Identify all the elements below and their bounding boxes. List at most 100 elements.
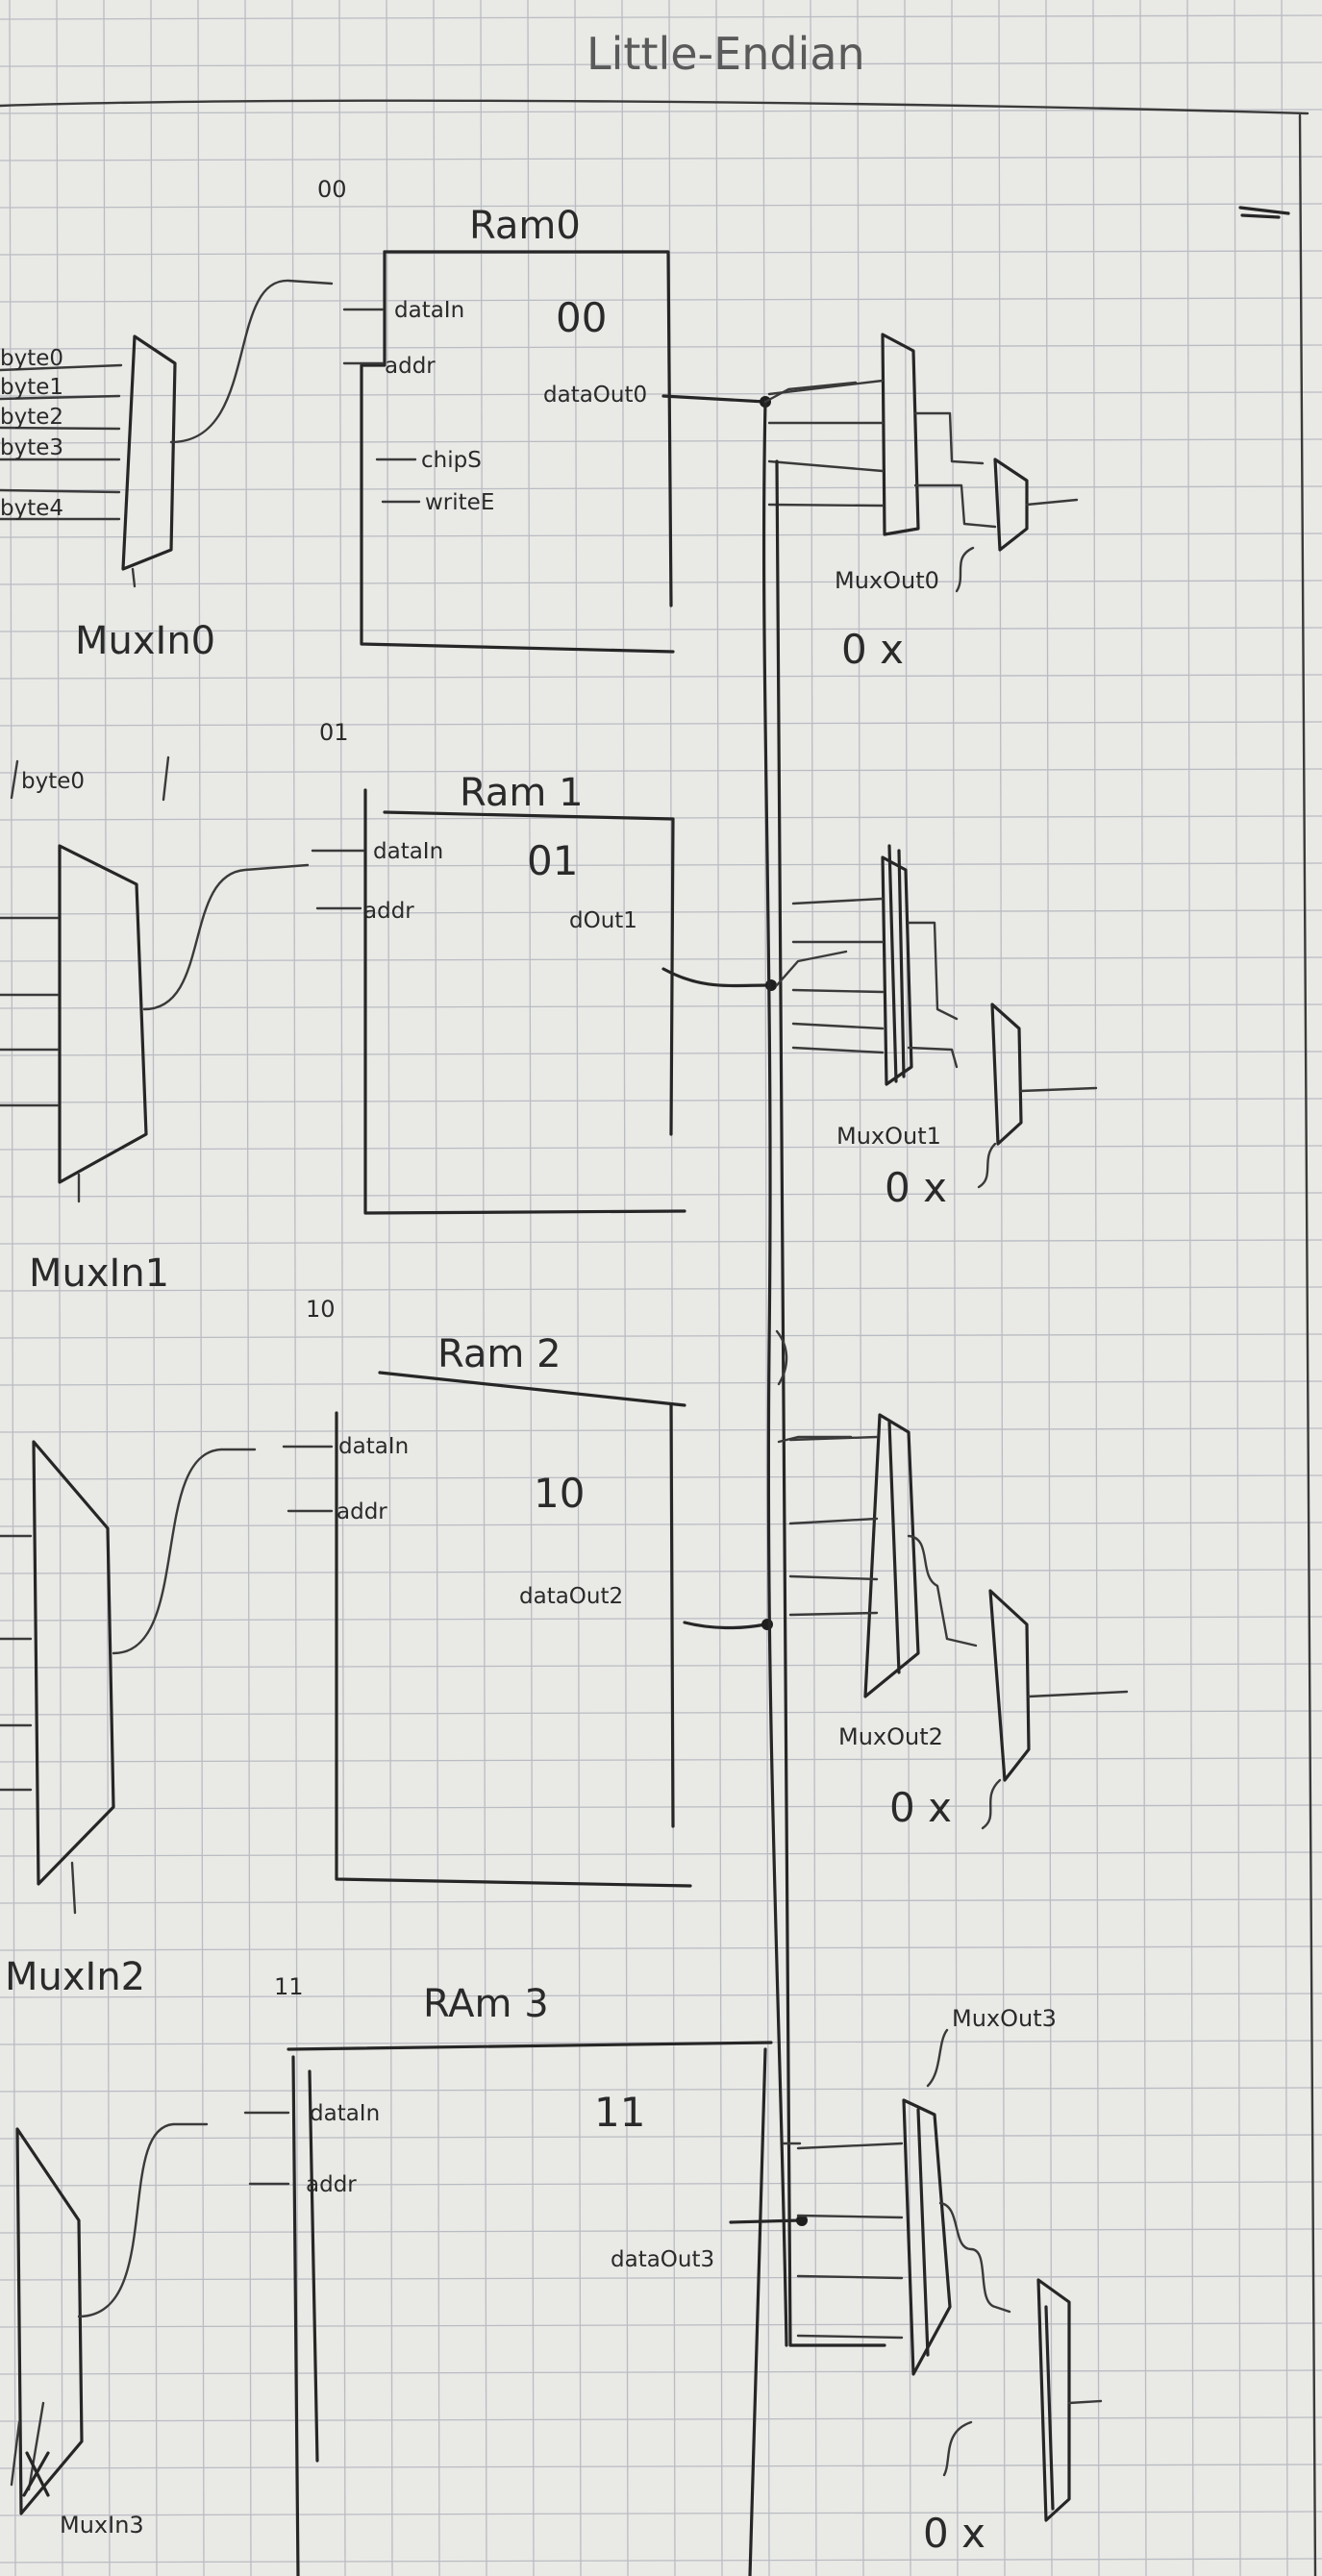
muxout1-value: 0 x	[885, 1164, 947, 1211]
ram0-port-writee: writeE	[425, 490, 494, 515]
muxin0-input-2: byte2	[0, 405, 63, 430]
ram2-address-label: 10	[306, 1296, 336, 1323]
grid-line-horizontal	[0, 297, 1322, 303]
grid-line-vertical	[433, 0, 440, 2576]
grid-line-vertical	[291, 0, 299, 2576]
muxin1-input-label: byte0	[21, 769, 85, 794]
ram0-port-dataout: dataOut0	[543, 383, 647, 408]
ram1-address-label: 01	[319, 719, 349, 746]
grid-line-horizontal	[0, 1710, 1322, 1716]
grid-line-vertical	[197, 0, 205, 2576]
grid-line-horizontal	[0, 14, 1322, 20]
grid-line-vertical	[1281, 0, 1288, 2576]
ram0-code: 00	[556, 294, 607, 341]
muxout1-label: MuxOut1	[836, 1123, 941, 1150]
ram3-code: 11	[594, 2089, 645, 2136]
ram0-address-label: 00	[317, 176, 347, 203]
muxout3: MuxOut3 0 x	[796, 2005, 1103, 2557]
grid-line-horizontal	[0, 1616, 1322, 1622]
grid-line-horizontal	[0, 203, 1322, 209]
grid-line-vertical	[621, 0, 629, 2576]
ram0-port-addr: addr	[385, 354, 436, 379]
grid-line-vertical	[715, 0, 723, 2576]
grid-line-horizontal	[0, 2134, 1322, 2140]
muxin0-input-1: byte1	[0, 375, 63, 400]
ram1-code: 01	[527, 837, 578, 884]
grid-line-horizontal	[0, 2322, 1322, 2328]
grid-line-vertical	[574, 0, 582, 2576]
muxin0-input-0: byte0	[0, 346, 63, 371]
grid-line-horizontal	[0, 909, 1322, 915]
ram2-block: 10 Ram 2 10 dataIn addr dataOut2	[282, 1296, 773, 1888]
grid-line-horizontal	[0, 1663, 1322, 1669]
grid-line-horizontal	[0, 1427, 1322, 1433]
ram2-port-dataout: dataOut2	[519, 1584, 623, 1609]
grid-line-horizontal	[0, 1286, 1322, 1292]
ram2-code: 10	[534, 1470, 585, 1517]
grid-line-horizontal	[0, 1098, 1322, 1103]
muxout3-label: MuxOut3	[952, 2005, 1057, 2032]
grid-line-horizontal	[0, 2511, 1322, 2516]
grid-line-horizontal	[0, 485, 1322, 491]
muxout3-value: 0 x	[923, 2510, 985, 2557]
ram2-title: Ram 2	[437, 1332, 561, 1376]
ram1-port-addr: addr	[363, 899, 414, 924]
grid-line-horizontal	[0, 2275, 1322, 2281]
grid-line-horizontal	[0, 1522, 1322, 1527]
ram0-block: 00 Ram0 00 dataIn addr chipS writeE data…	[317, 176, 771, 654]
ram3-port-dataout: dataOut3	[611, 2247, 714, 2272]
muxout2-label: MuxOut2	[838, 1723, 943, 1750]
muxout2: MuxOut2 0 x	[788, 1413, 1129, 1831]
grid-line-horizontal	[0, 1945, 1322, 1951]
grid-line-horizontal	[0, 1333, 1322, 1339]
grid-line-horizontal	[0, 674, 1322, 680]
grid-line-horizontal	[0, 109, 1322, 114]
ram0-title: Ram0	[469, 204, 581, 248]
grid-line-horizontal	[0, 862, 1322, 868]
grid-line-horizontal	[0, 1569, 1322, 1574]
grid-line-horizontal	[0, 2464, 1322, 2469]
grid-line-horizontal	[0, 2228, 1322, 2234]
grid-line-horizontal	[0, 62, 1322, 67]
grid-line-horizontal	[0, 580, 1322, 585]
muxin3-label: MuxIn3	[60, 2512, 144, 2539]
ram3-port-addr: addr	[306, 2172, 357, 2197]
grid-line-vertical	[338, 0, 346, 2576]
grid-line-vertical	[527, 0, 535, 2576]
ram2-port-addr: addr	[337, 1499, 387, 1524]
grid-line-vertical	[9, 0, 16, 2576]
grid-line-horizontal	[0, 2416, 1322, 2422]
muxout0: MuxOut0 0 x	[767, 333, 1079, 673]
grid-line-horizontal	[0, 1757, 1322, 1763]
grid-line-horizontal	[0, 956, 1322, 962]
ram0-port-datain: dataIn	[394, 298, 464, 323]
muxout1: MuxOut1 0 x	[791, 844, 1098, 1211]
grid-line-vertical	[386, 0, 393, 2576]
muxout0-label: MuxOut0	[835, 567, 939, 594]
grid-line-horizontal	[0, 1003, 1322, 1009]
muxin2-label: MuxIn2	[5, 1955, 145, 1999]
grid-line-horizontal	[0, 1192, 1322, 1198]
grid-line-horizontal	[0, 2087, 1322, 2093]
ram3-port-datain: dataIn	[310, 2101, 380, 2126]
muxin0: byte0 byte1 byte2 byte3 byte4 MuxIn0	[0, 279, 334, 663]
muxin1: byte0 MuxIn1	[0, 755, 310, 1296]
grid-line-vertical	[244, 0, 252, 2576]
ram1-title: Ram 1	[460, 771, 584, 815]
grid-line-horizontal	[0, 438, 1322, 444]
grid-line-horizontal	[0, 2369, 1322, 2375]
grid-line-horizontal	[0, 1474, 1322, 1480]
grid-line-horizontal	[0, 2558, 1322, 2564]
grid-line-horizontal	[0, 391, 1322, 397]
grid-line-vertical	[1234, 0, 1241, 2576]
ram1-port-datain: dataIn	[373, 839, 443, 864]
grid-line-vertical	[480, 0, 487, 2576]
grid-line-horizontal	[0, 344, 1322, 350]
grid-line-horizontal	[0, 1804, 1322, 1810]
page-margin-lines	[0, 99, 1317, 2576]
ram3-title: RAm 3	[423, 1982, 549, 2026]
muxout0-value: 0 x	[841, 626, 904, 673]
muxin2: MuxIn2	[0, 1440, 257, 1999]
ram2-port-datain: dataIn	[338, 1434, 409, 1459]
